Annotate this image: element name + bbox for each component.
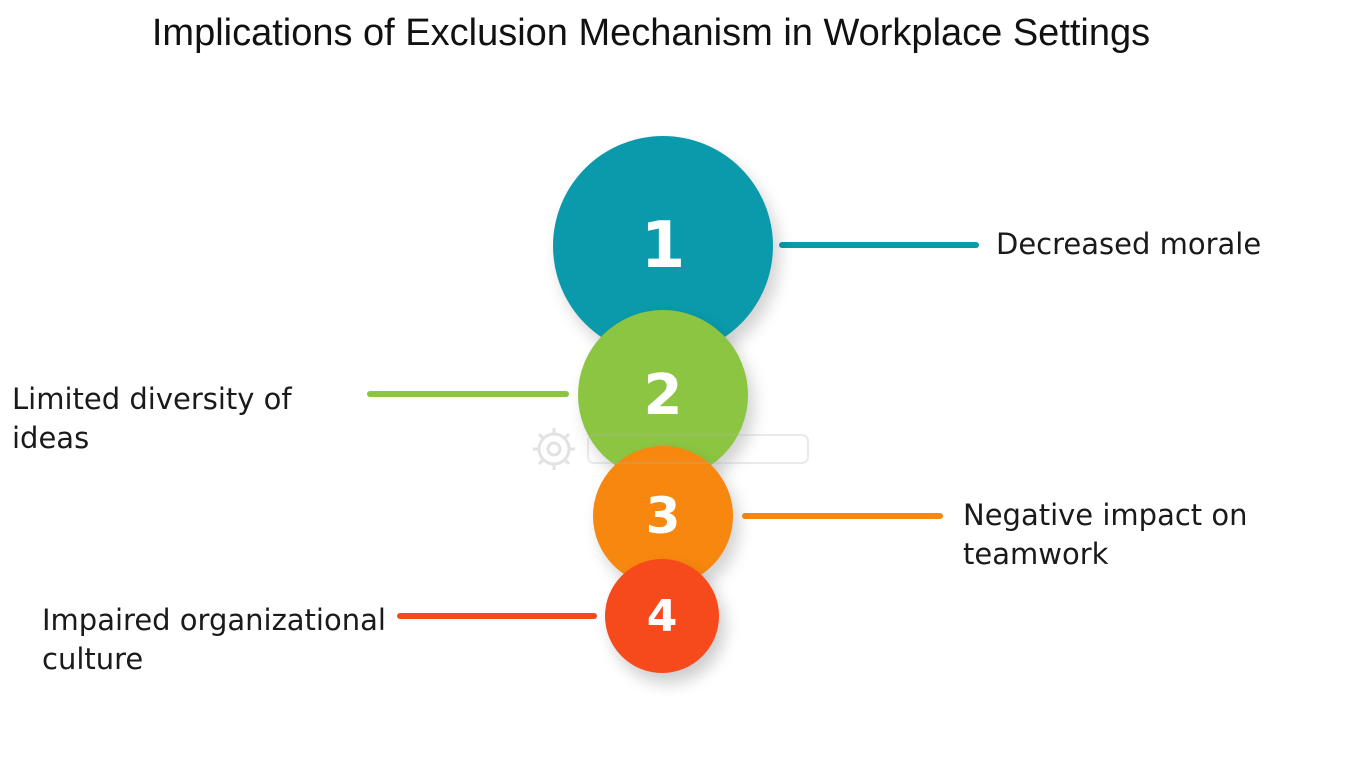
step-4-connector — [397, 613, 597, 619]
step-1-number: 1 — [640, 209, 686, 283]
step-4-number: 4 — [646, 590, 678, 642]
step-4-label: Impaired organizational culture — [42, 603, 386, 676]
step-2-connector — [367, 391, 569, 397]
gear-icon — [533, 428, 575, 470]
step-1-connector — [779, 242, 979, 248]
step-3-number: 3 — [645, 487, 681, 545]
step-2-number: 2 — [643, 362, 683, 428]
step-4-circle: 4 — [605, 559, 719, 673]
step-3-label: Negative impact on teamwork — [963, 498, 1248, 571]
step-3-connector — [742, 513, 943, 519]
page-title: Implications of Exclusion Mechanism in W… — [151, 12, 1151, 54]
step-2-label: Limited diversity of ideas — [12, 382, 292, 455]
step-1-label: Decreased morale — [996, 227, 1262, 261]
